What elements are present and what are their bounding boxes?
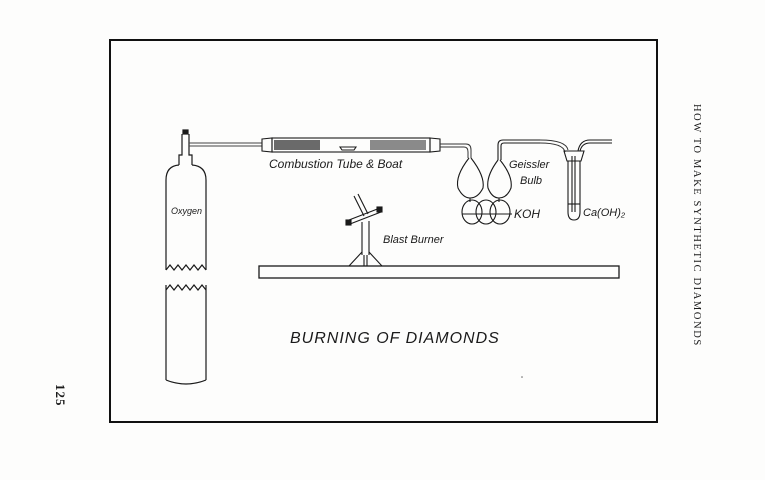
cylinder-valve-knob — [182, 129, 189, 135]
table-bench — [258, 265, 620, 279]
cylinder-lower-body — [165, 285, 207, 380]
tube-left-stopper — [261, 137, 273, 153]
cylinder-break-top — [165, 264, 207, 271]
bulb-right-neck — [497, 139, 540, 160]
cylinder-break-bottom — [165, 284, 207, 291]
blast-burner — [345, 193, 383, 267]
page-number: 125 — [53, 384, 68, 407]
speck — [521, 376, 523, 378]
koh-bulb-3 — [489, 199, 511, 225]
outlet-tube — [440, 143, 472, 158]
koh-bulb-2 — [475, 199, 497, 225]
test-tube-inner-pipe — [571, 156, 576, 212]
test-tube-body — [567, 161, 581, 221]
test-tube-stopper — [563, 150, 585, 162]
combustion-tube-and-boat — [261, 137, 441, 153]
bulb-left-flask — [456, 157, 484, 199]
cylinder-upper-body — [165, 180, 207, 270]
oxygen-cylinder — [165, 129, 207, 385]
blast-burner-label: Blast Burner — [383, 234, 445, 246]
burner-column — [361, 221, 370, 255]
combustion-tube-label: Combustion Tube & Boat — [269, 157, 403, 171]
oxygen-label: Oxygen — [171, 206, 202, 216]
tube-right-stopper — [429, 137, 441, 153]
koh-bulb-1 — [461, 199, 483, 225]
oxygen-feed-tube — [189, 142, 262, 147]
caoh2-label: Ca(OH)₂ — [583, 207, 626, 219]
figure-title: BURNING OF DIAMONDS — [290, 330, 500, 347]
figure-frame — [109, 39, 658, 423]
burner-nozzle — [353, 193, 369, 217]
cylinder-shoulder — [165, 164, 207, 181]
calcium-hydroxide-tube — [563, 139, 612, 221]
koh-label: KOH — [514, 207, 540, 221]
tube-packing-left — [274, 140, 320, 150]
burner-knob-left — [345, 219, 352, 226]
bulb-connectors — [469, 198, 500, 202]
cylinder-neck — [178, 134, 193, 165]
test-tube-exit-pipe — [577, 139, 612, 152]
burner-knob-right — [376, 206, 383, 213]
burner-tripod — [348, 251, 383, 267]
geissler-label-line2: Bulb — [520, 175, 542, 187]
combustion-boat — [338, 146, 358, 151]
tube-packing-right — [370, 140, 426, 150]
geissler-bulb — [456, 139, 540, 225]
geissler-label-line1: Geissler — [509, 159, 551, 171]
bulb-right-flask — [487, 159, 512, 199]
burner-crossbar — [348, 207, 382, 225]
running-head: HOW TO MAKE SYNTHETIC DIAMONDS — [691, 104, 702, 347]
cylinder-base — [165, 379, 207, 385]
connector-tube — [539, 139, 569, 153]
